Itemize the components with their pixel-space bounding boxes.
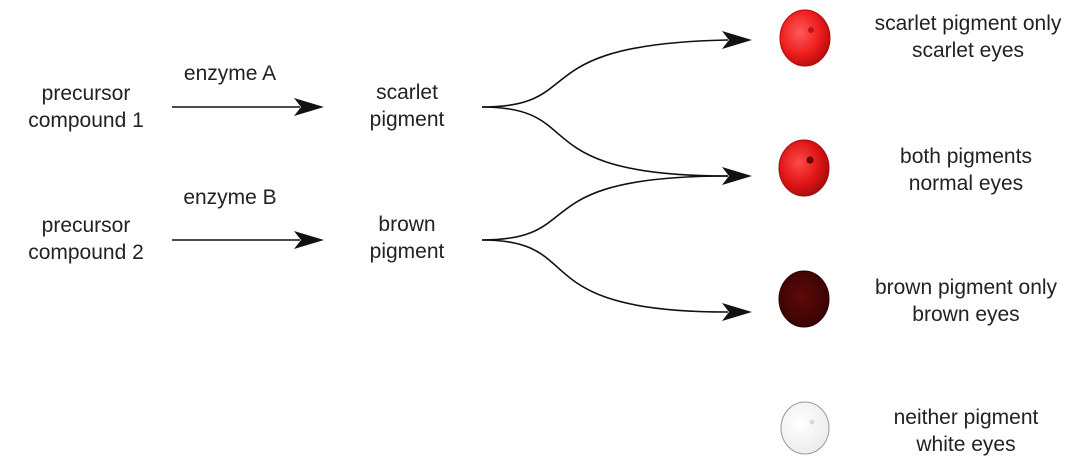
normal-eye-icon	[779, 140, 829, 196]
outcome-scarlet-line2: scarlet eyes	[912, 39, 1024, 62]
brown-eye-icon	[779, 271, 829, 327]
outcome-brown-line1: brown pigment only	[875, 276, 1058, 299]
precursor-compound-2: precursor compound 2	[28, 214, 144, 264]
outcome-white-line1: neither pigment	[894, 406, 1039, 429]
enzyme-b-arrow	[172, 231, 324, 249]
outcome-white-line2: white eyes	[915, 433, 1015, 456]
outcome-scarlet-line1: scarlet pigment only	[875, 12, 1062, 35]
brown-to-normal-eyes-arrow	[482, 176, 728, 240]
outcome-normal-line1: both pigments	[900, 145, 1032, 168]
scarlet-eye-icon	[780, 10, 830, 66]
brown-pigment-line2: pigment	[370, 240, 445, 263]
outcome-brown-eyes: brown pigment only brown eyes	[875, 276, 1058, 326]
enzyme-a-arrow	[172, 98, 324, 116]
outcome-normal-eyes: both pigments normal eyes	[900, 145, 1032, 195]
outcome-scarlet-eyes: scarlet pigment only scarlet eyes	[875, 12, 1062, 62]
precursor-1-line2: compound 1	[28, 109, 144, 132]
brown-pigment: brown pigment	[370, 213, 445, 263]
white-eye-icon	[781, 402, 829, 454]
scarlet-pigment-line1: scarlet	[376, 81, 438, 104]
scarlet-to-normal-eyes-arrow	[482, 107, 752, 185]
precursor-compound-1: precursor compound 1	[28, 82, 144, 132]
outcome-white-eyes: neither pigment white eyes	[894, 406, 1039, 456]
precursor-2-line1: precursor	[42, 214, 131, 237]
brown-pigment-line1: brown	[378, 213, 435, 236]
scarlet-pigment-line2: pigment	[370, 108, 445, 131]
precursor-1-line1: precursor	[42, 82, 131, 105]
enzyme-a-label: enzyme A	[184, 62, 276, 85]
precursor-2-line2: compound 2	[28, 241, 144, 264]
scarlet-pigment: scarlet pigment	[370, 81, 445, 131]
outcome-normal-line2: normal eyes	[909, 172, 1023, 195]
outcome-brown-line2: brown eyes	[912, 303, 1019, 326]
brown-to-brown-eyes-arrow	[482, 240, 752, 321]
enzyme-b-label: enzyme B	[183, 186, 276, 209]
scarlet-to-scarlet-eyes-arrow	[482, 31, 752, 107]
